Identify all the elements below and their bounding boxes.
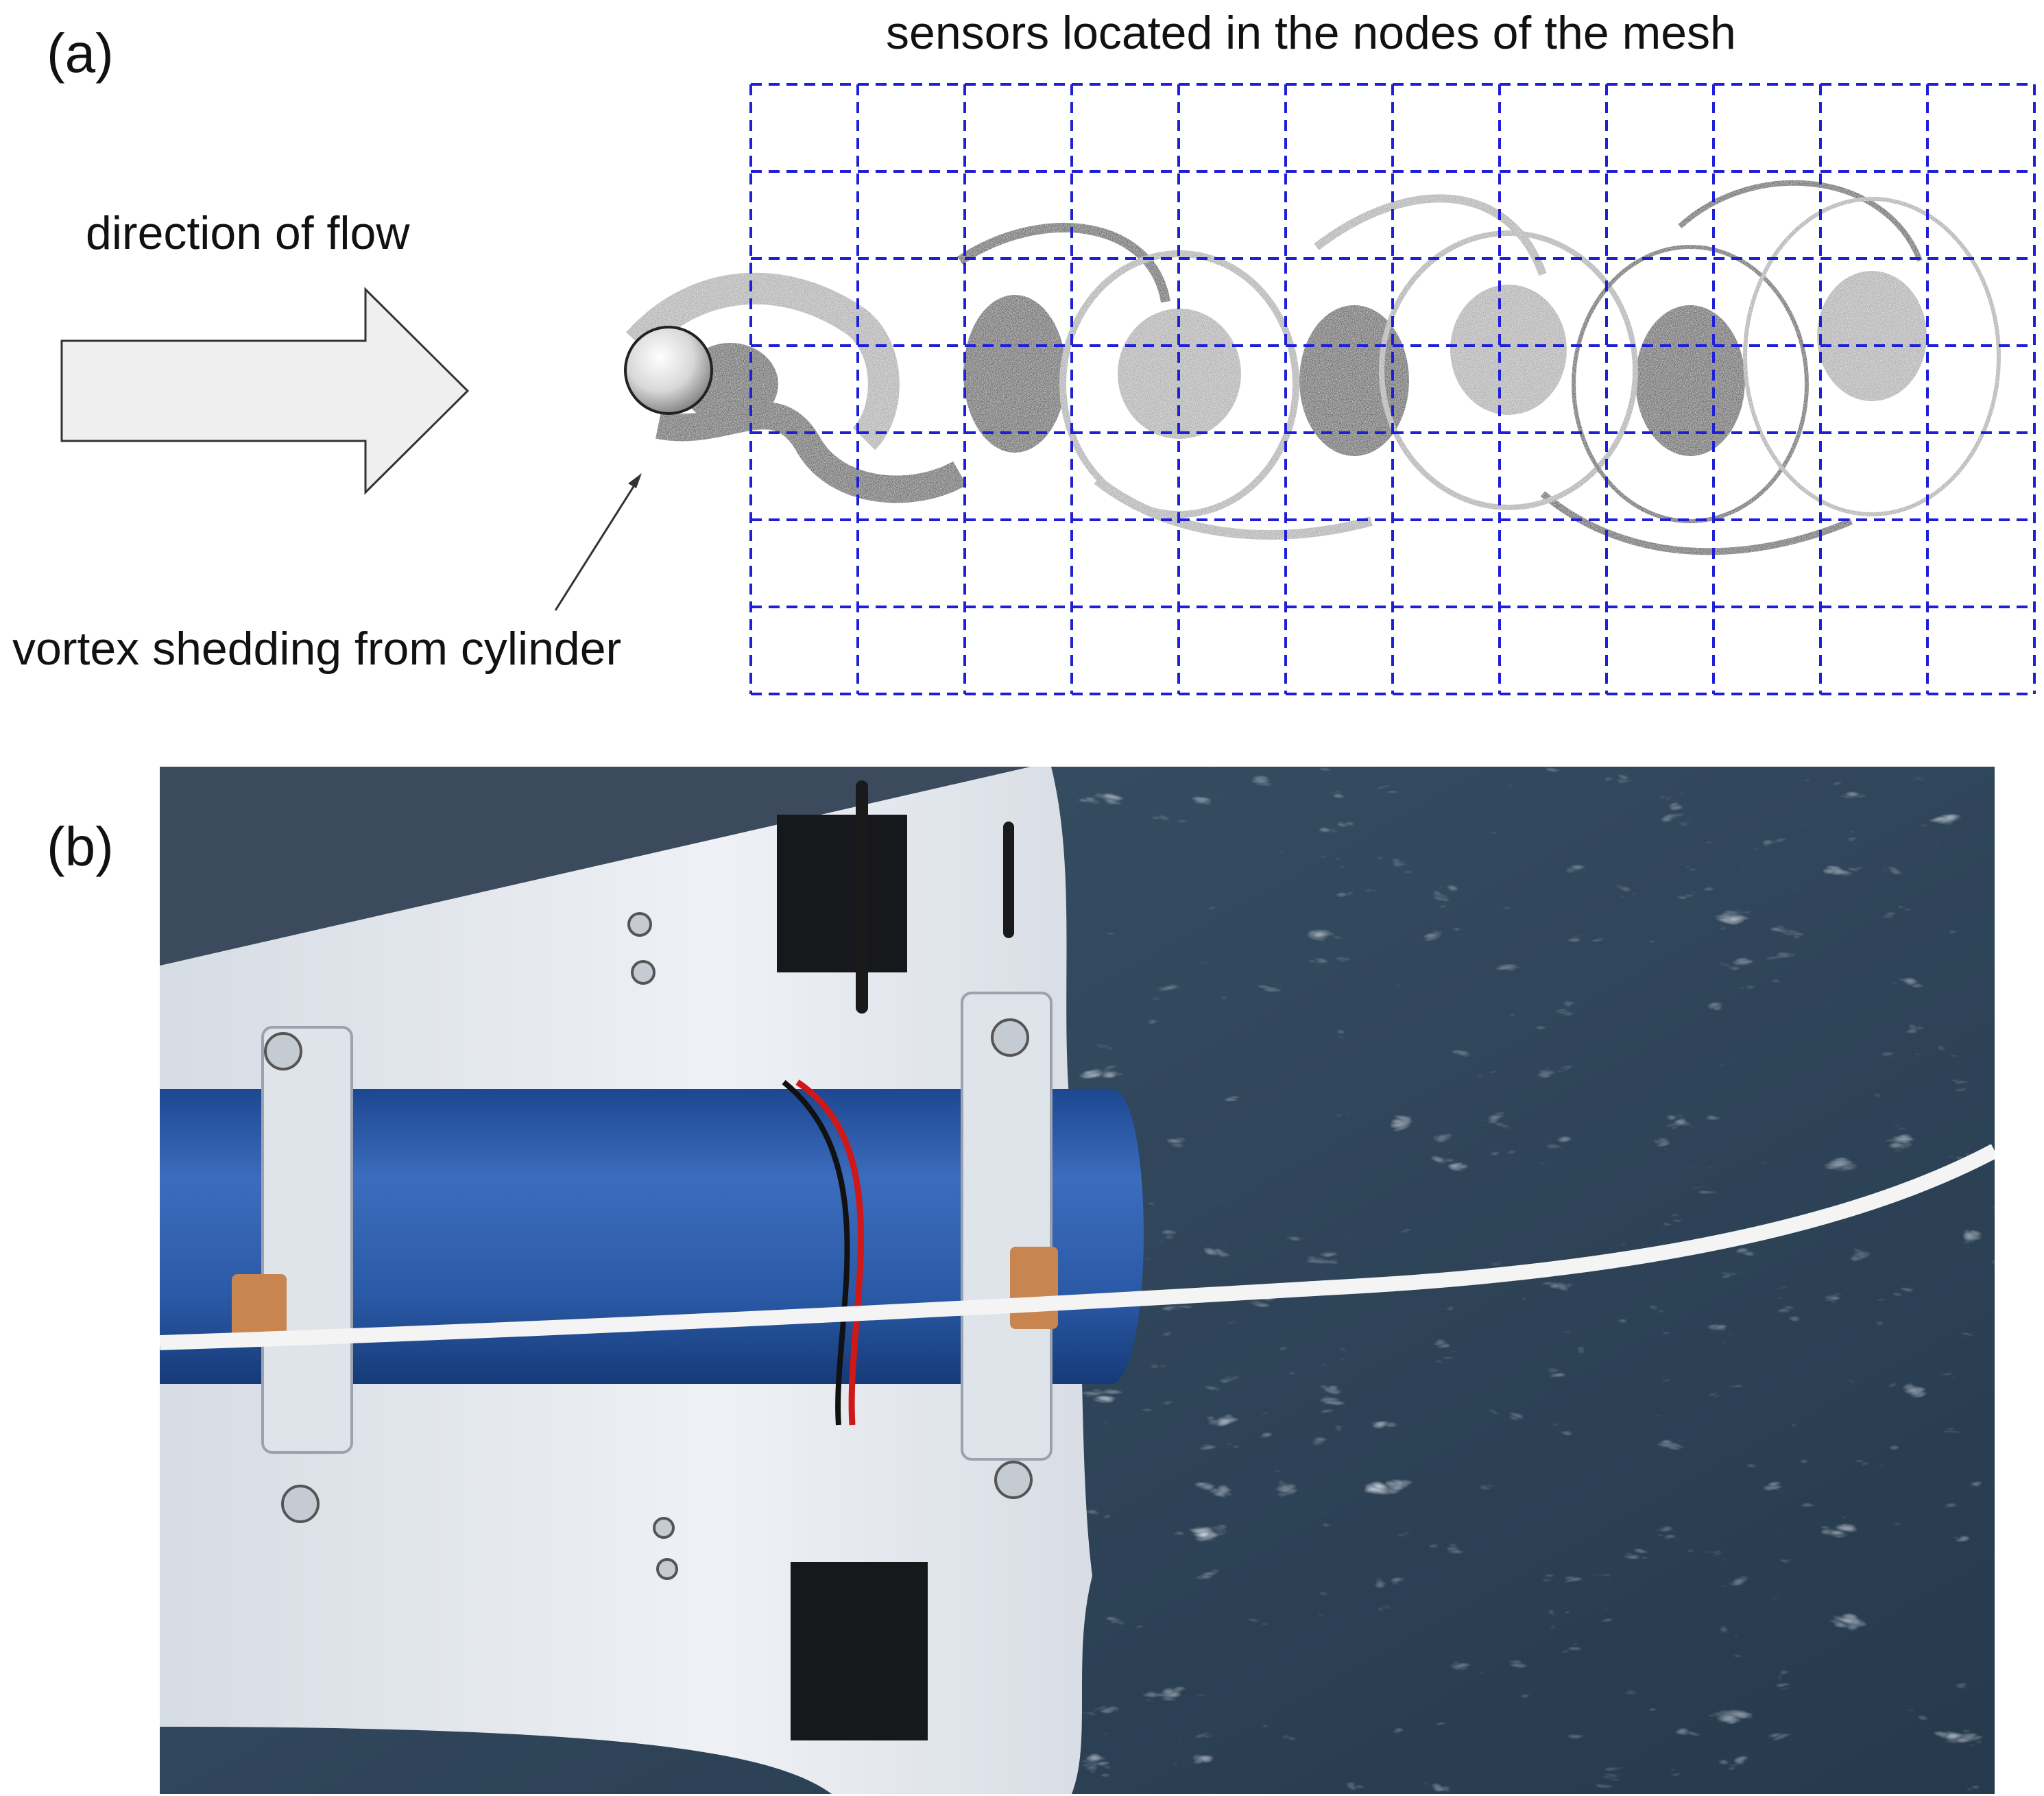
experiment-photo [160, 767, 1995, 1794]
rubber-patch-bottom [791, 1562, 928, 1740]
photo-illustration [160, 767, 1995, 1794]
copper-clip-right [1010, 1247, 1058, 1329]
clamp-strap-left [261, 1026, 353, 1454]
vortex-core [1817, 271, 1927, 401]
screws [264, 912, 1033, 1580]
vortex-halo [1743, 197, 2001, 516]
vortex-core [1450, 285, 1567, 415]
vortex-core [963, 295, 1066, 453]
tie-slot [1003, 822, 1014, 938]
vortex-halo [1572, 245, 1809, 523]
flow-caption: direction of flow [86, 207, 410, 259]
vortex-core [1635, 305, 1745, 456]
vortex-caption: vortex shedding from cylinder [12, 623, 622, 675]
upper-braid-3 [1678, 180, 1923, 262]
rubber-patch-top [777, 815, 907, 972]
upper-braid [957, 223, 1170, 303]
flow-arrow [60, 287, 470, 495]
tie-slot [856, 780, 868, 1014]
copper-clip-left [232, 1274, 287, 1343]
vortex-halo [1379, 230, 1638, 510]
shear-layer-dark [656, 402, 967, 503]
pointer-arrowhead [628, 473, 642, 488]
vortex-street-diagram [60, 83, 2036, 695]
cylinder [624, 326, 713, 415]
vortex-street [625, 180, 2001, 555]
clamp-strap-right [961, 992, 1053, 1461]
black-wire [782, 1079, 850, 1426]
panel-a-label: (a) [47, 23, 114, 84]
white-cable [160, 1144, 1995, 1350]
upper-braid-2 [1314, 194, 1547, 276]
sensor-mesh [749, 83, 2036, 695]
shear-layer-light [625, 272, 900, 451]
mesh-caption: sensors located in the nodes of the mesh [886, 7, 1736, 59]
panel-b-label: (b) [47, 816, 114, 877]
red-wire [795, 1079, 864, 1426]
pointer-line [554, 479, 639, 611]
